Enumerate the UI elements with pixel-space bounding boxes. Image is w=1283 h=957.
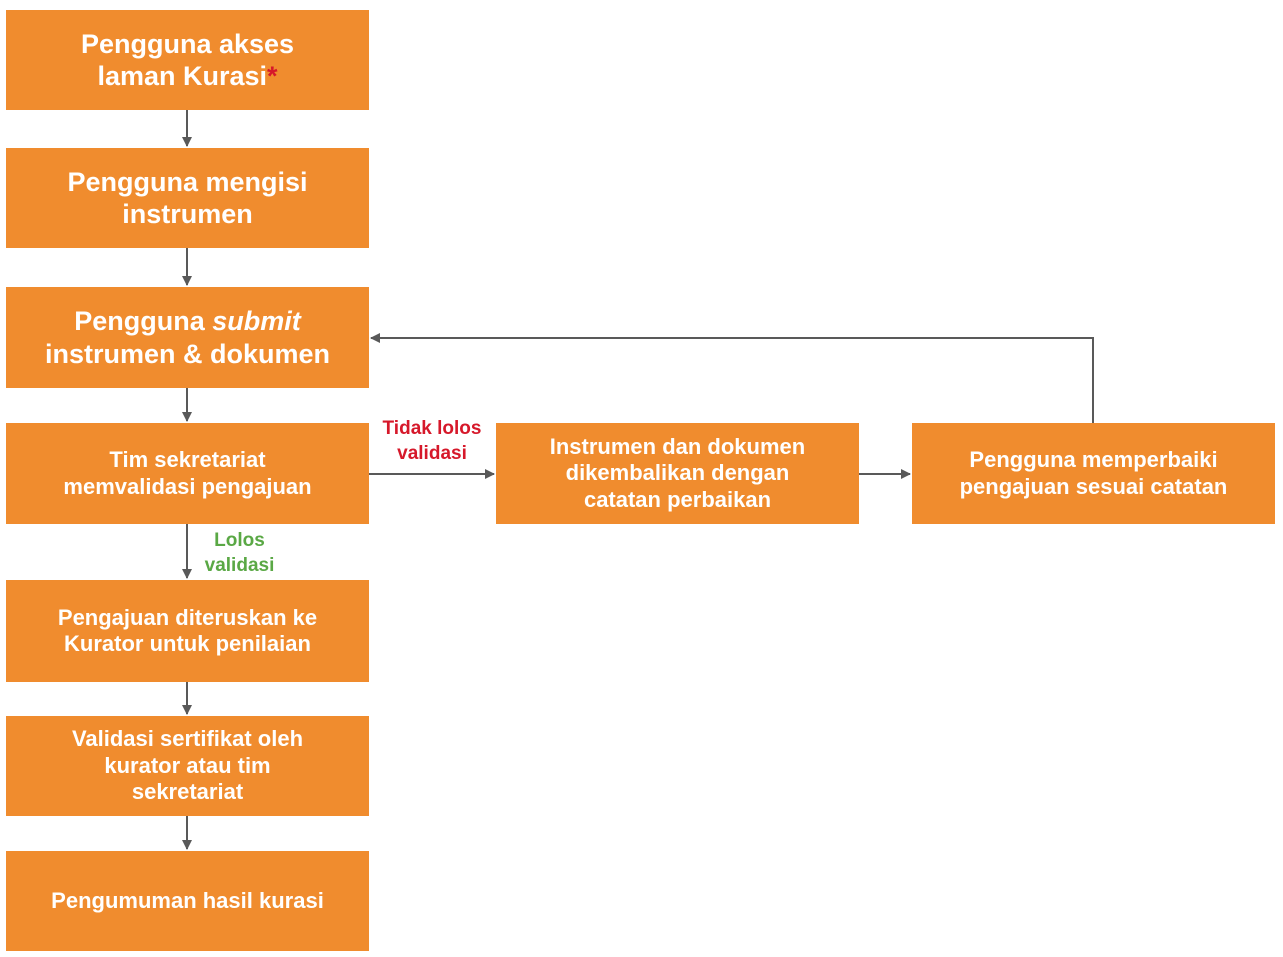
box-submit-line1-em: submit — [212, 306, 301, 337]
label-tidak-lolos-line1: Tidak lolos — [382, 418, 482, 439]
box-dikembalikan-line1: Instrumen dan dokumen — [549, 433, 806, 459]
box-submit-line1-wrap: Pengguna submit — [74, 305, 301, 337]
box-mengisi-line1: Pengguna mengisi — [67, 166, 308, 197]
box-memperbaiki-line1: Pengguna memperbaiki — [969, 447, 1218, 473]
box-submit-line2: instrumen & dokumen — [44, 338, 331, 369]
box-submit-line1-prefix: Pengguna — [74, 306, 205, 337]
box-pengumuman-line1: Pengumuman hasil kurasi — [51, 887, 324, 913]
box-diteruskan-line2: Kurator untuk penilaian — [64, 631, 311, 656]
box-submit-instrumen: Pengguna submit instrumen & dokumen — [6, 287, 369, 388]
box-sertifikat-line1: Validasi sertifikat oleh — [71, 726, 304, 752]
box-diteruskan-kurator: Pengajuan diteruskan ke Kurator untuk pe… — [6, 580, 369, 682]
label-lolos-line1: Lolos — [214, 530, 265, 551]
box-diteruskan-line1: Pengajuan diteruskan ke — [57, 604, 318, 630]
label-lolos-line2: validasi — [204, 554, 275, 576]
box-memperbaiki-line2: pengajuan sesuai catatan — [959, 473, 1228, 499]
label-lolos: Lolos validasi — [186, 529, 293, 578]
box-akses-line1: Pengguna akses — [80, 28, 295, 59]
box-sertifikat-line3: sekretariat — [131, 779, 244, 805]
box-validasi-line1: Tim sekretariat — [109, 447, 266, 473]
box-dikembalikan-line2: dikembalikan dengan — [565, 460, 790, 486]
box-validasi-sertifikat: Validasi sertifikat oleh kurator atau ti… — [6, 716, 369, 816]
label-tidak-lolos: Tidak lolos validasi — [365, 417, 499, 466]
box-memvalidasi-pengajuan: Tim sekretariat memvalidasi pengajuan — [6, 423, 369, 524]
box-akses-line2-wrap: laman Kurasi* — [97, 60, 277, 92]
box-validasi-line2: memvalidasi pengajuan — [63, 473, 312, 499]
box-akses-laman-kurasi: Pengguna akses laman Kurasi* — [6, 10, 369, 110]
box-akses-line2: laman Kurasi — [97, 61, 268, 91]
box-sertifikat-line2: kurator atau tim — [104, 752, 271, 778]
asterisk-mark: * — [267, 61, 278, 91]
label-tidak-lolos-line2: validasi — [397, 442, 467, 464]
box-mengisi-instrumen: Pengguna mengisi instrumen — [6, 148, 369, 248]
box-pengumuman: Pengumuman hasil kurasi — [6, 851, 369, 951]
box-dikembalikan: Instrumen dan dokumen dikembalikan denga… — [496, 423, 859, 524]
box-dikembalikan-line3: catatan perbaikan — [583, 486, 772, 512]
box-mengisi-line2: instrumen — [122, 199, 253, 229]
box-memperbaiki: Pengguna memperbaiki pengajuan sesuai ca… — [912, 423, 1275, 524]
arrow-memperbaiki-to-submit — [370, 333, 1094, 423]
